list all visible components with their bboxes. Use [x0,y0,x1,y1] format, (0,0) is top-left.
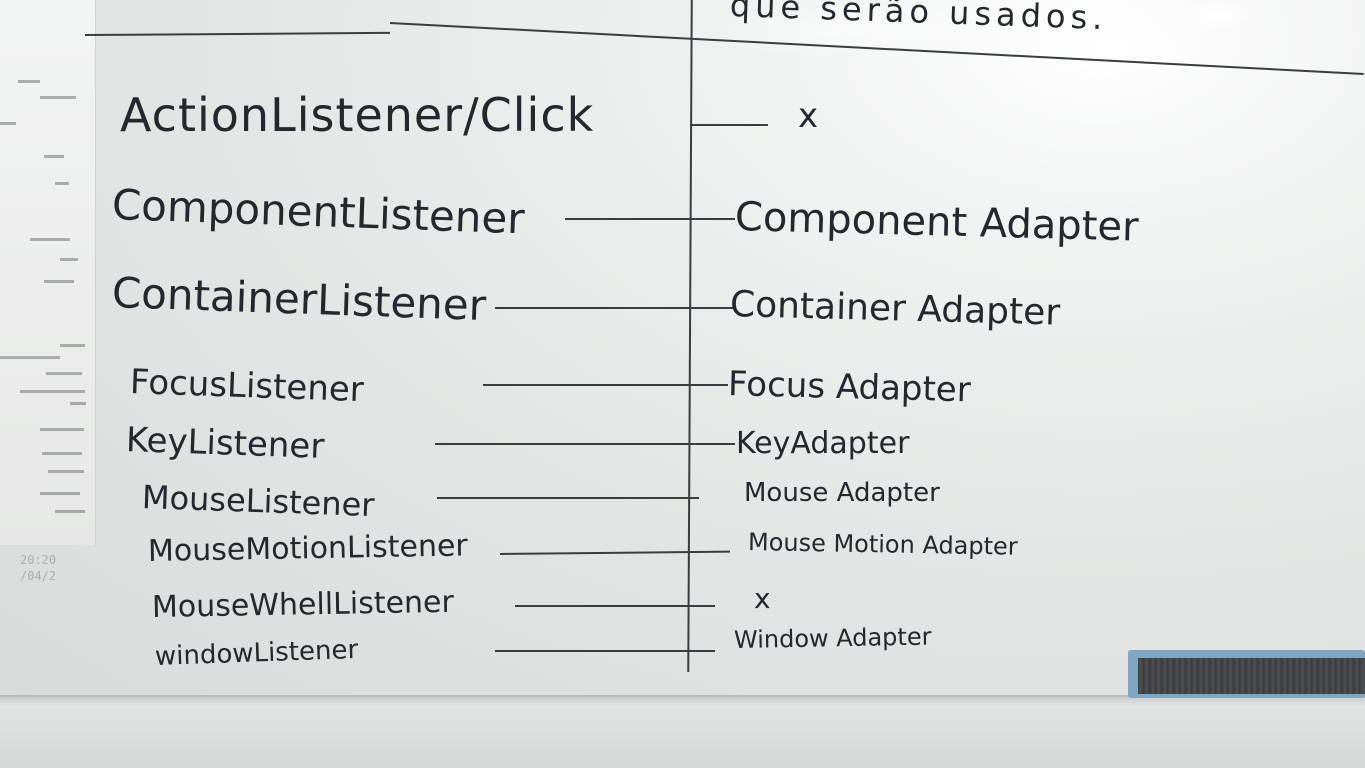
connector-line [435,443,735,445]
projected-date: /04/2 [20,569,57,583]
listener-mouse: MouseListener [141,478,376,525]
projected-screen: 20:20 /04/2 [0,0,96,583]
eraser-felt [1138,658,1365,694]
listener-mouse-wheel: MouseWhellListener [151,584,455,625]
connector-line [483,384,728,386]
adapter-mouse-wheel: x [754,582,771,615]
listener-action: ActionListener/Click [120,88,595,142]
connector-line [690,124,768,126]
eraser [1128,650,1365,698]
light-glare [700,0,1000,60]
whiteboard [0,0,1365,700]
listener-key: KeyListener [125,420,326,467]
listener-mouse-motion: MouseMotionListener [147,528,469,569]
connector-line [495,650,715,652]
connector-line [515,605,715,607]
adapter-action: x [798,96,819,136]
adapter-key: KeyAdapter [736,426,910,461]
marker-tray [0,695,1365,768]
adapter-window: Window Adapter [733,622,932,654]
adapter-container: Container Adapter [729,284,1061,334]
projected-time: 20:20 [20,553,57,567]
listener-focus: FocusListener [129,362,365,411]
connector-line [565,218,735,220]
adapter-mouse: Mouse Adapter [744,478,940,508]
light-glare [1040,20,1190,80]
light-glare [1180,0,1260,30]
projected-clock: 20:20 /04/2 [20,552,56,584]
adapter-mouse-motion: Mouse Motion Adapter [747,528,1018,561]
connector-line [437,497,699,499]
connector-line [495,307,735,309]
adapter-focus: Focus Adapter [727,364,972,411]
